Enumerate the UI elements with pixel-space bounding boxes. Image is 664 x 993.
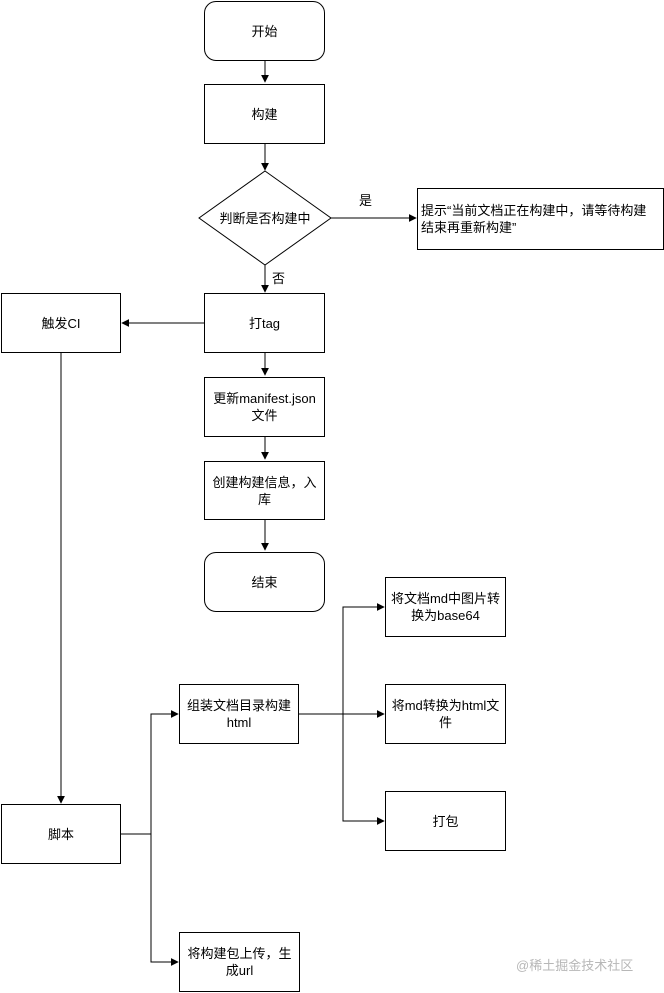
node-update-manifest: 更新manifest.json文件 — [204, 377, 325, 437]
node-md-to-html: 将md转换为html文件 — [385, 684, 506, 744]
edge-label-no: 否 — [272, 271, 286, 286]
edge-script-assemble — [121, 710, 179, 835]
node-end: 结束 — [204, 552, 325, 612]
node-script: 脚本 — [1, 804, 121, 864]
node-convert-images: 将文档md中图片转换为base64 — [385, 577, 506, 637]
node-package: 打包 — [385, 791, 506, 851]
watermark: @稀土掘金技术社区 — [516, 958, 634, 973]
node-trigger-ci: 触发CI — [1, 293, 121, 353]
node-upload: 将构建包上传，生成url — [179, 932, 300, 992]
edge-assemble-convert — [299, 603, 385, 715]
node-start: 开始 — [204, 1, 325, 61]
edge-label-yes: 是 — [359, 193, 373, 208]
node-decision: 判断是否构建中 — [219, 211, 311, 226]
node-assemble: 组装文档目录构建html — [179, 684, 299, 744]
node-build: 构建 — [204, 84, 325, 144]
edge-script-upload — [150, 834, 179, 966]
edge-assemble-package — [342, 714, 385, 825]
node-tag: 打tag — [204, 293, 325, 353]
node-prompt: 提示“当前文档正在构建中，请等待构建结束再重新构建” — [417, 188, 664, 250]
node-create-info: 创建构建信息，入库 — [204, 461, 325, 520]
